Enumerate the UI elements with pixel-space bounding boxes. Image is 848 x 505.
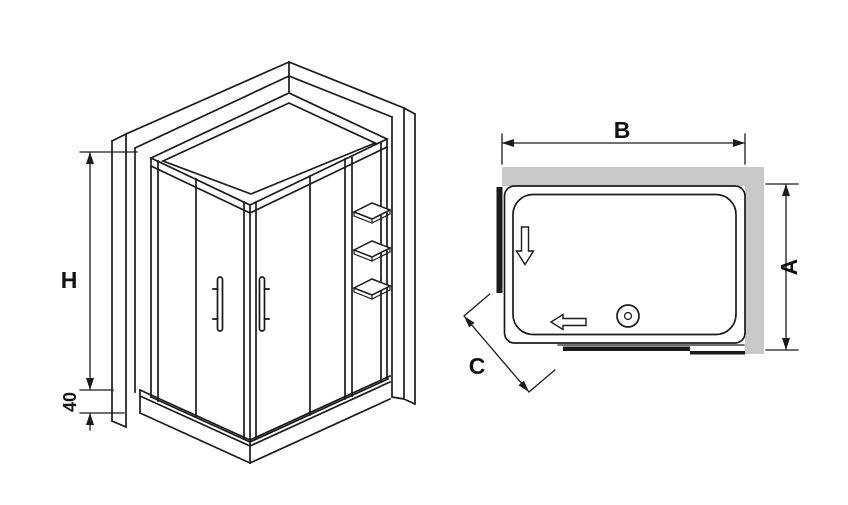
label-width: B xyxy=(614,117,631,143)
iso-tray-lines xyxy=(138,374,392,465)
dim-a-arrow-down xyxy=(782,338,790,350)
sliding-door-bottom-plan xyxy=(557,344,745,355)
shelf-edge-2 xyxy=(353,247,391,262)
dim-a-lines xyxy=(765,183,799,351)
drain xyxy=(616,304,640,328)
iso-frame-lines xyxy=(149,92,389,443)
iso-walls xyxy=(110,60,417,429)
dimension-A: A xyxy=(765,183,802,351)
dim-h-arrow-down xyxy=(86,378,94,390)
dim-h-lines xyxy=(79,151,138,391)
corner-shelves xyxy=(352,202,392,300)
plan-view: B A C xyxy=(463,117,802,393)
dim-40-arrow-up xyxy=(86,413,94,425)
dimension-B: B xyxy=(501,117,746,165)
label-corner-entry: C xyxy=(469,353,486,379)
dim-c-arrow-bottom xyxy=(518,380,529,392)
dim-c-arrow-top xyxy=(464,316,475,328)
iso-door-panels xyxy=(149,155,390,444)
door-handle-right xyxy=(258,276,270,332)
sliding-door-left-plan xyxy=(496,187,503,293)
door-handle-left xyxy=(212,276,224,332)
dim-a-arrow-up xyxy=(782,184,790,196)
dimension-40: 40 xyxy=(60,392,125,431)
dimension-C: C xyxy=(463,293,556,393)
handle-mounts xyxy=(212,288,219,320)
shelf-edge-1 xyxy=(353,209,391,224)
shelf-edge-3 xyxy=(353,285,391,300)
door-panel-sliding xyxy=(563,346,690,351)
handle-mounts xyxy=(263,288,270,320)
wall-top xyxy=(502,167,764,186)
dim-40-lines xyxy=(79,412,125,431)
dim-b-lines xyxy=(501,133,746,165)
iso-enclosure-frame xyxy=(149,92,389,443)
isometric-view: H 40 xyxy=(60,60,417,465)
slide-left-arrow-icon xyxy=(549,313,587,331)
dim-b-arrow-right xyxy=(733,139,745,147)
dim-b-arrow-left xyxy=(502,139,514,147)
label-tray-height: 40 xyxy=(60,392,80,412)
iso-wall-lines xyxy=(110,60,417,429)
door-panel-fixed xyxy=(690,351,745,355)
slide-down-arrow-icon xyxy=(515,226,535,266)
dimension-H: H xyxy=(61,151,138,391)
drain-center xyxy=(623,311,633,321)
label-depth: A xyxy=(776,259,802,276)
label-height: H xyxy=(61,267,78,293)
dim-c-lines xyxy=(463,293,556,393)
tray-inner-rim xyxy=(512,193,737,336)
wall-right xyxy=(745,167,764,354)
handle-bar xyxy=(258,276,266,332)
drain-circle xyxy=(616,304,640,328)
handle-bar xyxy=(216,276,224,332)
iso-door-lines xyxy=(149,155,390,444)
plan-tray xyxy=(503,185,746,344)
iso-shower-tray xyxy=(138,374,392,465)
dim-h-arrow-up xyxy=(86,152,94,164)
